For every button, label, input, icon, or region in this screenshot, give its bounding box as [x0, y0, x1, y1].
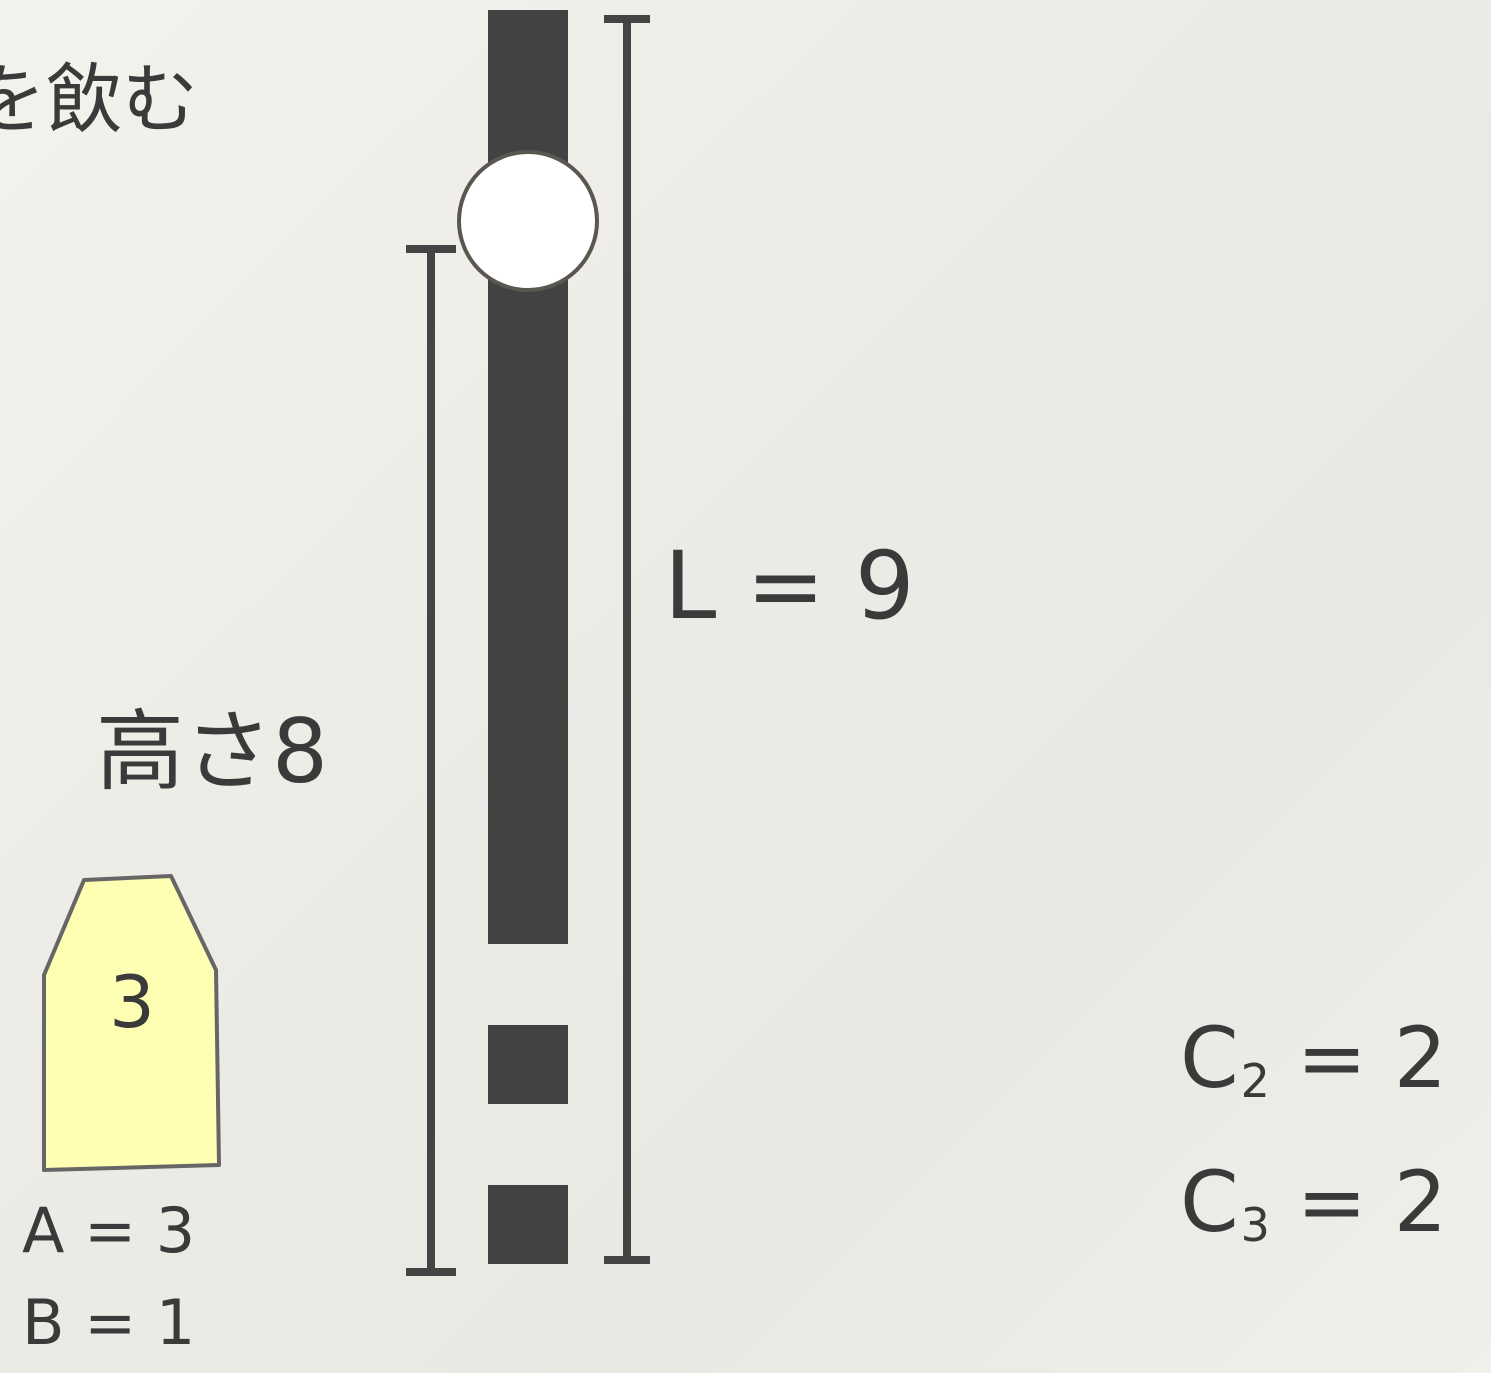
number-piece	[42, 874, 221, 1172]
height-bracket	[406, 245, 456, 1276]
c2-value: = 2	[1269, 1009, 1448, 1107]
ball	[457, 150, 599, 292]
height-label: 高さ8	[96, 700, 328, 803]
c2-subscript: 2	[1240, 1054, 1270, 1108]
bar-block-2	[488, 1185, 568, 1264]
c3-value: = 2	[1269, 1153, 1448, 1251]
drink-text-fragment: を飲む	[0, 55, 198, 144]
c3-value-label: C3 = 2	[1180, 1160, 1447, 1248]
c2-base: C	[1180, 1009, 1239, 1107]
c2-value-label: C2 = 2	[1180, 1016, 1447, 1104]
c3-subscript: 3	[1240, 1198, 1270, 1252]
length-label: L = 9	[664, 532, 915, 641]
b-value-label: B = 1	[22, 1286, 196, 1359]
piece-number: 3	[109, 960, 155, 1044]
c3-base: C	[1180, 1153, 1239, 1251]
a-value-label: A = 3	[22, 1194, 196, 1267]
bar-block-1	[488, 1025, 568, 1104]
length-bracket	[604, 15, 650, 1264]
